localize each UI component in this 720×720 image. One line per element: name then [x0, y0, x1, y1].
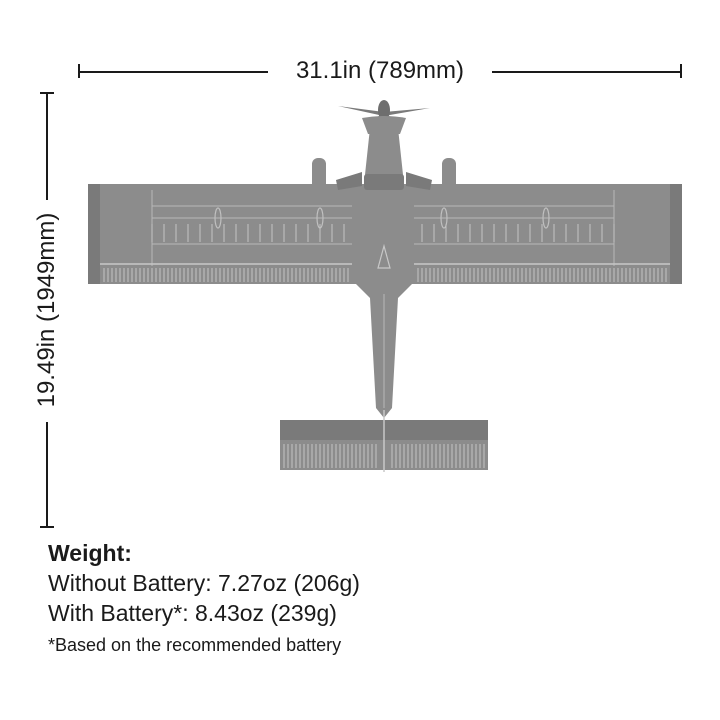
aircraft-top-view [88, 100, 682, 472]
wingspan-tick-right [680, 64, 682, 78]
weight-without-battery: Without Battery: 7.27oz (206g) [48, 570, 360, 596]
wingspan-dimension: 31.1in (789mm) [78, 58, 682, 84]
wingspan-label: 31.1in (789mm) [295, 57, 465, 84]
battery-footnote: *Based on the recommended battery [48, 635, 342, 655]
length-line-top [46, 92, 48, 200]
landing-gear [312, 158, 456, 190]
fuselage [336, 114, 432, 418]
flaps-hatching [103, 224, 667, 282]
weight-with-battery: With Battery*: 8.43oz (239g) [48, 600, 337, 626]
length-line-bottom [46, 422, 48, 528]
weight-heading: Weight: [48, 540, 132, 566]
length-tick-bottom [40, 526, 54, 528]
wingspan-line-left [78, 71, 268, 73]
propeller [338, 100, 430, 134]
length-dimension: 19.49in (1949mm) [33, 92, 60, 528]
weight-specs: Weight: Without Battery: 7.27oz (206g) W… [48, 538, 360, 660]
wing-rib-details [214, 207, 550, 229]
length-label: 19.49in (1949mm) [33, 212, 60, 408]
wingspan-line-right [492, 71, 682, 73]
horizontal-stabilizer [280, 410, 488, 472]
